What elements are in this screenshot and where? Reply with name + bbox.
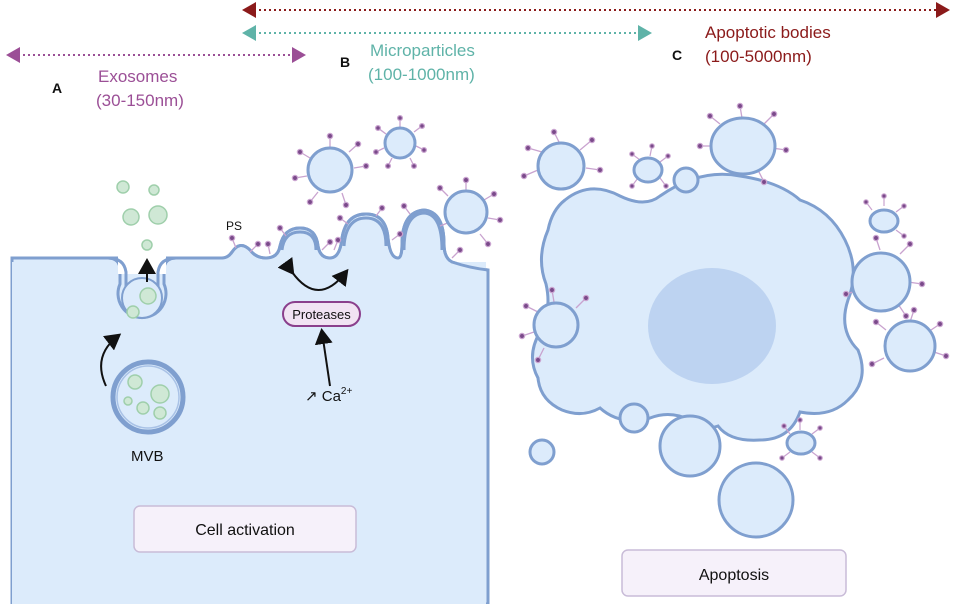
cell-activation-label: Cell activation xyxy=(195,522,295,539)
budding-arrows xyxy=(277,257,349,291)
mvb-to-pocket-arrow xyxy=(100,333,122,387)
panel-a-letter: A xyxy=(52,80,62,96)
microparticles-range: (100-1000nm) xyxy=(368,65,475,84)
exosomes-title: Exosomes xyxy=(98,67,177,86)
released-exosomes xyxy=(116,180,168,251)
calcium-arrow xyxy=(314,328,333,387)
apoptotic-nucleus xyxy=(648,268,776,384)
apoptotic-cell xyxy=(528,166,864,539)
apoptotic-body-7 xyxy=(518,286,590,364)
microparticles-title: Microparticles xyxy=(370,41,475,60)
apoptotic-body-8 xyxy=(779,417,823,461)
microparticle-large xyxy=(291,132,370,209)
exosomes-range: (30-150nm) xyxy=(96,91,184,110)
mvb-label: MVB xyxy=(131,448,164,465)
apoptotic-bodies-title: Apoptotic bodies xyxy=(705,23,831,42)
microparticle-budding xyxy=(436,176,504,248)
apoptosis-label: Apoptosis xyxy=(699,567,769,584)
apoptotic-body-2 xyxy=(629,143,671,189)
apoptotic-body-5 xyxy=(842,234,926,320)
calcium-superscript: 2+ xyxy=(341,386,353,397)
mvb xyxy=(110,359,186,435)
cell-activation-box: Cell activation xyxy=(133,505,357,553)
panel-c-letter: C xyxy=(672,47,682,63)
apoptosis-box: Apoptosis xyxy=(621,549,847,597)
proteases-box: Proteases xyxy=(282,301,361,327)
proteases-label: Proteases xyxy=(292,307,351,322)
apoptotic-body-4 xyxy=(863,193,907,239)
calcium-label: ↗ Ca2+ xyxy=(305,386,352,405)
apoptotic-body-1 xyxy=(520,128,604,191)
panel-b-letter: B xyxy=(340,54,350,70)
apoptotic-body-6 xyxy=(868,306,950,373)
calcium-text: ↗ Ca xyxy=(305,388,342,405)
apoptotic-bodies-range: (100-5000nm) xyxy=(705,47,812,66)
ps-label: PS xyxy=(226,219,242,233)
apoptotic-body-3 xyxy=(696,102,790,186)
microparticle-small xyxy=(372,114,428,170)
